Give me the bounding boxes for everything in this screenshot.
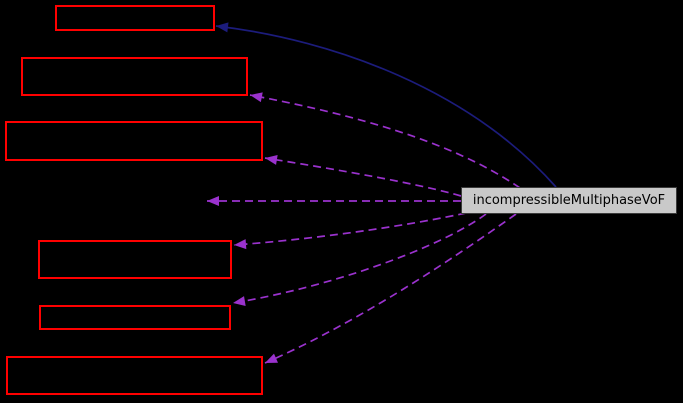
class-node-4[interactable]: [38, 240, 232, 279]
class-node-2[interactable]: [21, 57, 248, 96]
edge-usage-node-5: [232, 213, 487, 306]
class-node-1[interactable]: [55, 5, 215, 31]
edge-usage-node-2: [249, 92, 521, 189]
edge-usage-node-3: [264, 154, 462, 197]
main-class-node: incompressibleMultiphaseVoF: [461, 187, 677, 214]
edge-usage-node-6: [264, 213, 517, 364]
edge-inheritance-node-1: [215, 22, 557, 188]
edge-usage-node-4: [233, 212, 467, 250]
class-node-3[interactable]: [5, 121, 263, 161]
class-node-5[interactable]: [39, 305, 231, 330]
class-node-6[interactable]: [6, 356, 263, 395]
main-class-node-label: incompressibleMultiphaseVoF: [472, 193, 666, 208]
